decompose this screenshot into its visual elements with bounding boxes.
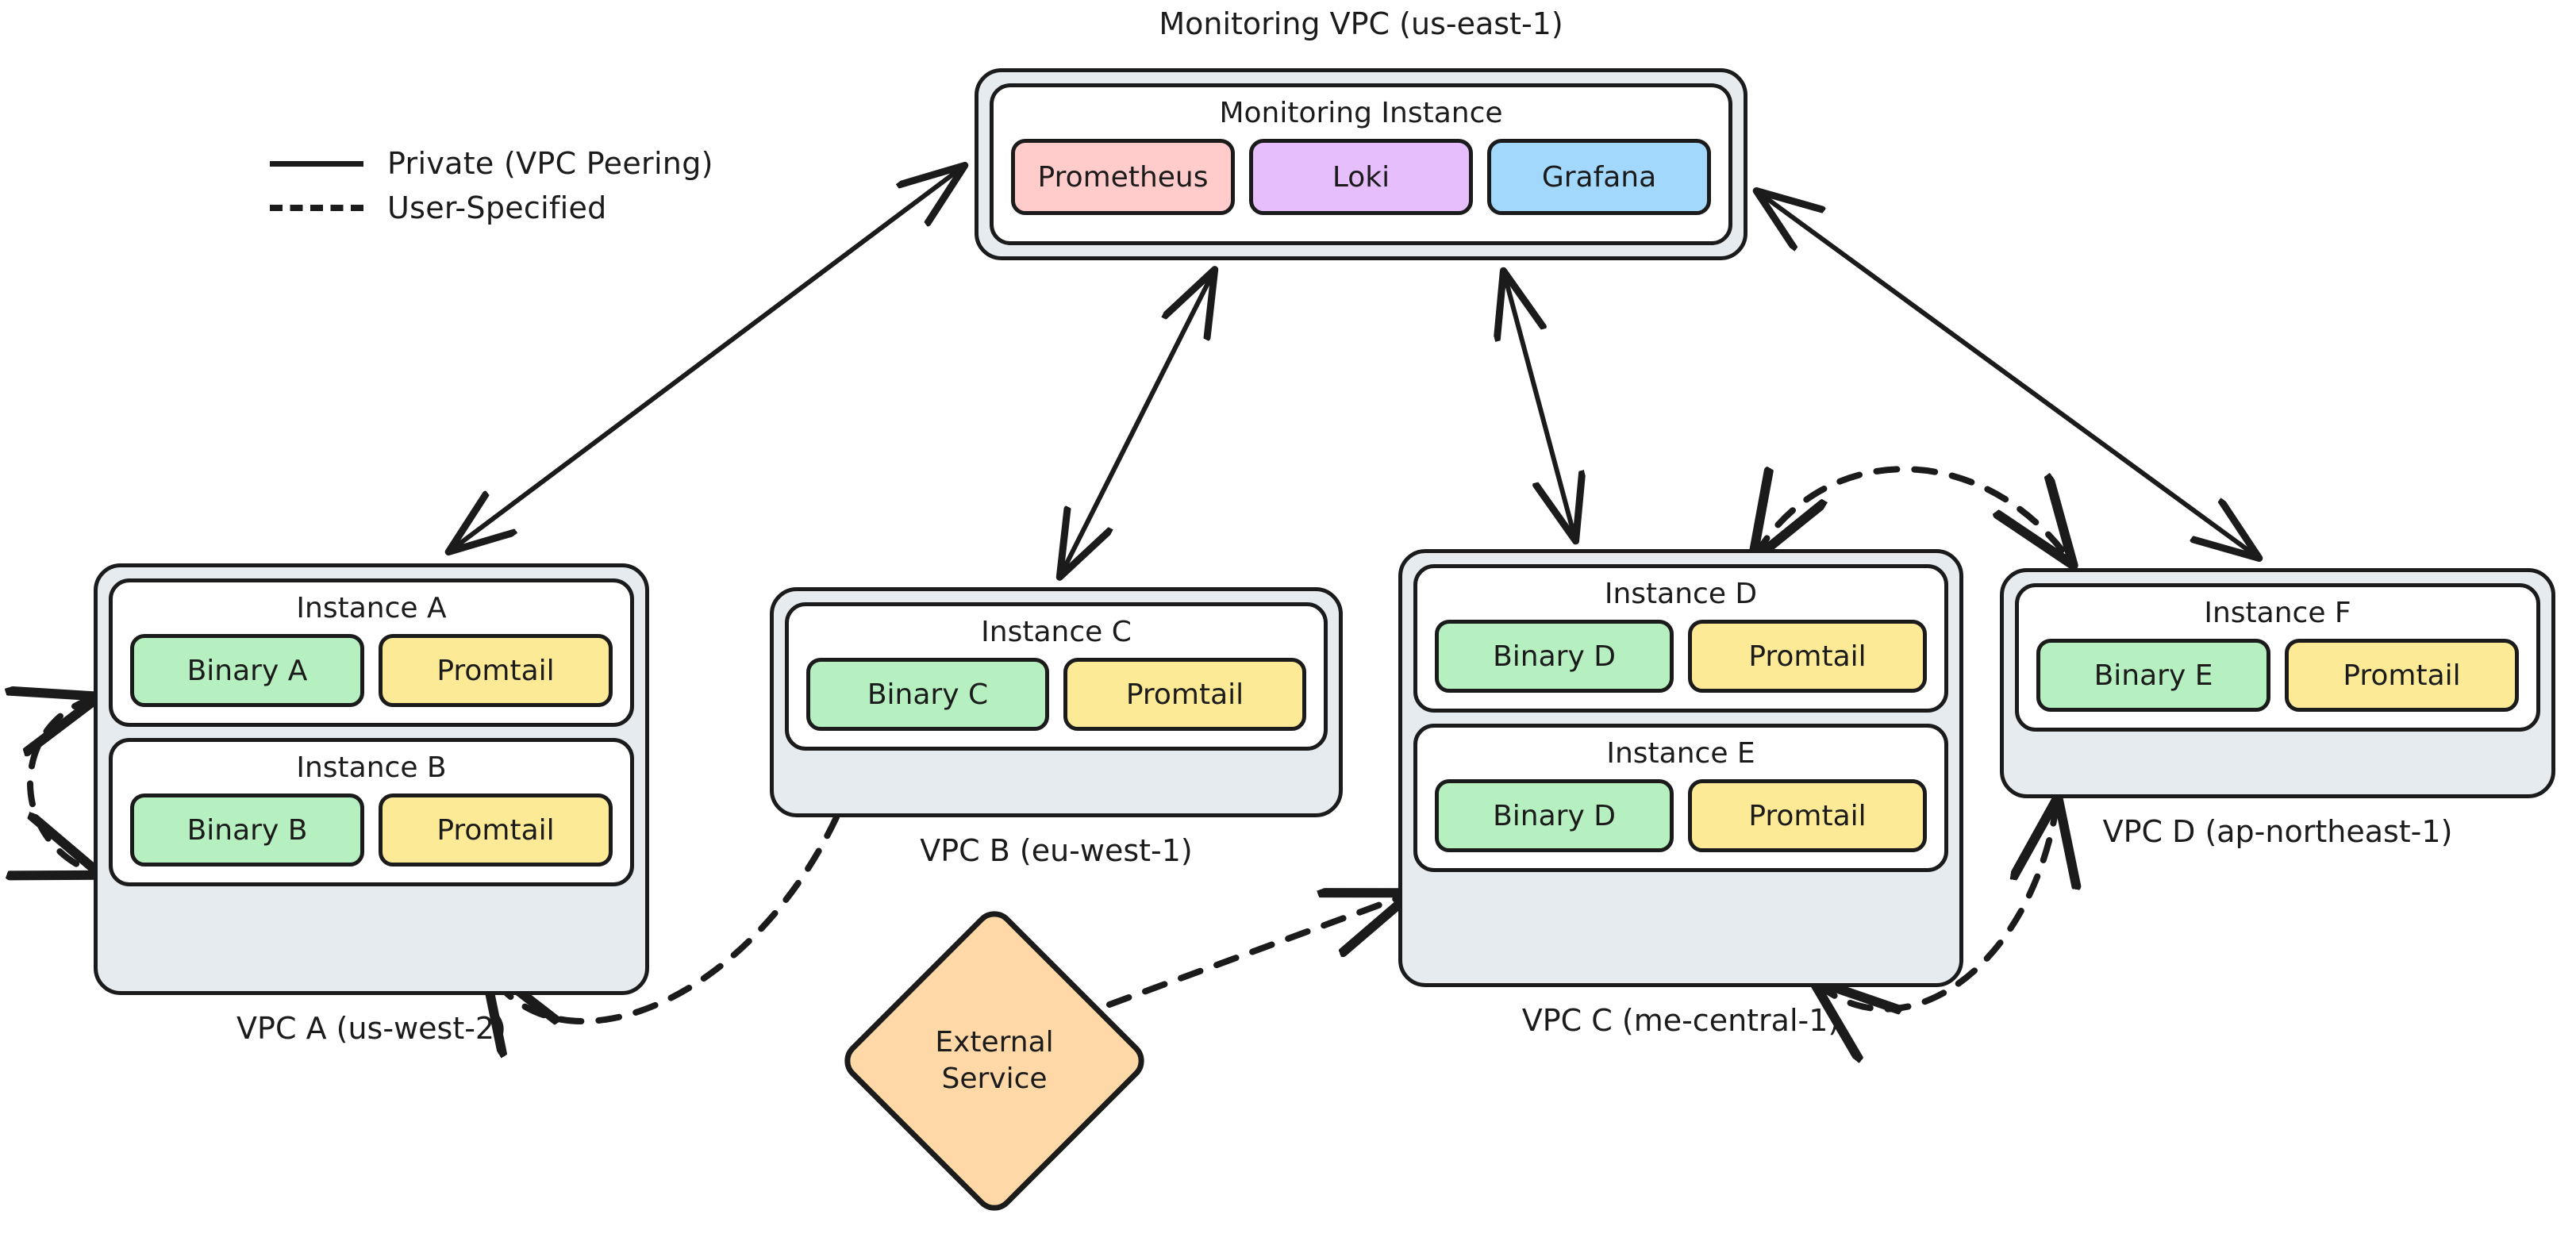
legend-label-user-specified: User-Specified (387, 190, 607, 225)
vpc-b-container[interactable]: Instance C Binary C Promtail (770, 587, 1343, 817)
dashed-line-icon (270, 205, 363, 211)
instance-b-components-row: Binary B Promtail (130, 793, 613, 867)
instance-a[interactable]: Instance A Binary A Promtail (109, 578, 634, 727)
legend-label-private: Private (VPC Peering) (387, 146, 713, 181)
monitoring-instance[interactable]: Monitoring Instance Prometheus Loki Graf… (990, 83, 1732, 245)
edge-external-service-instance-e (1106, 895, 1406, 1008)
edge-vpc-c-vpc-d-top (1755, 466, 2070, 560)
legend: Private (VPC Peering) User-Specified (270, 141, 713, 230)
instance-c[interactable]: Instance C Binary C Promtail (785, 602, 1328, 751)
external-service-label: External Service (882, 949, 1106, 1173)
component-binary-e[interactable]: Binary E (2036, 639, 2270, 712)
instance-e-components-row: Binary D Promtail (1435, 779, 1927, 852)
component-promtail-d[interactable]: Promtail (1688, 620, 1927, 693)
component-prometheus[interactable]: Prometheus (1011, 139, 1235, 215)
monitoring-vpc-caption: Monitoring VPC (us-east-1) (1159, 6, 1563, 41)
instance-d-components-row: Binary D Promtail (1435, 620, 1927, 693)
instance-f[interactable]: Instance F Binary E Promtail (2015, 583, 2540, 732)
component-loki[interactable]: Loki (1249, 139, 1473, 215)
component-binary-d[interactable]: Binary D (1435, 620, 1674, 693)
component-promtail-f[interactable]: Promtail (2285, 639, 2519, 712)
instance-f-components-row: Binary E Promtail (2036, 639, 2519, 712)
component-grafana[interactable]: Grafana (1487, 139, 1711, 215)
vpc-d-caption: VPC D (ap-northeast-1) (2102, 814, 2453, 849)
monitoring-components-row: Prometheus Loki Grafana (1011, 139, 1711, 215)
instance-d-title: Instance D (1604, 578, 1758, 610)
component-binary-b[interactable]: Binary B (130, 793, 364, 867)
vpc-a-caption: VPC A (us-west-2) (236, 1011, 506, 1046)
edge-monitoring-vpc-b (1062, 274, 1213, 573)
component-promtail-b[interactable]: Promtail (379, 793, 613, 867)
external-service-line-2: Service (941, 1062, 1048, 1095)
vpc-b-caption: VPC B (eu-west-1) (920, 833, 1193, 868)
vpc-c-caption: VPC C (me-central-1) (1521, 1003, 1840, 1038)
edge-monitoring-vpc-c (1505, 275, 1574, 536)
component-promtail-a[interactable]: Promtail (379, 634, 613, 707)
component-binary-c[interactable]: Binary C (806, 658, 1049, 731)
instance-a-components-row: Binary A Promtail (130, 634, 613, 707)
component-binary-a[interactable]: Binary A (130, 634, 364, 707)
solid-line-icon (270, 160, 363, 167)
external-service-node[interactable]: External Service (836, 902, 1153, 1220)
legend-item-private: Private (VPC Peering) (270, 141, 713, 186)
component-binary-d-e[interactable]: Binary D (1435, 779, 1674, 852)
vpc-a-container[interactable]: Instance A Binary A Promtail Instance B … (94, 563, 649, 995)
instance-f-title: Instance F (2204, 597, 2351, 629)
instance-e-title: Instance E (1606, 737, 1755, 770)
monitoring-vpc-container[interactable]: Monitoring Instance Prometheus Loki Graf… (975, 68, 1747, 260)
instance-b-title: Instance B (296, 751, 447, 784)
component-promtail-c[interactable]: Promtail (1063, 658, 1306, 731)
edge-instance-a-instance-b (30, 698, 95, 873)
instance-d[interactable]: Instance D Binary D Promtail (1413, 564, 1948, 713)
vpc-d-container[interactable]: Instance F Binary E Promtail (2000, 568, 2555, 798)
legend-item-user-specified: User-Specified (270, 186, 713, 230)
instance-c-components-row: Binary C Promtail (806, 658, 1306, 731)
instance-b[interactable]: Instance B Binary B Promtail (109, 738, 634, 886)
instance-c-title: Instance C (981, 616, 1132, 648)
monitoring-instance-title: Monitoring Instance (1219, 97, 1503, 129)
external-service-line-1: External (935, 1025, 1054, 1059)
vpc-c-container[interactable]: Instance D Binary D Promtail Instance E … (1398, 549, 1963, 987)
component-promtail-e[interactable]: Promtail (1688, 779, 1927, 852)
instance-a-title: Instance A (296, 592, 447, 624)
edge-monitoring-vpc-d (1760, 194, 2255, 555)
instance-e[interactable]: Instance E Binary D Promtail (1413, 724, 1948, 872)
